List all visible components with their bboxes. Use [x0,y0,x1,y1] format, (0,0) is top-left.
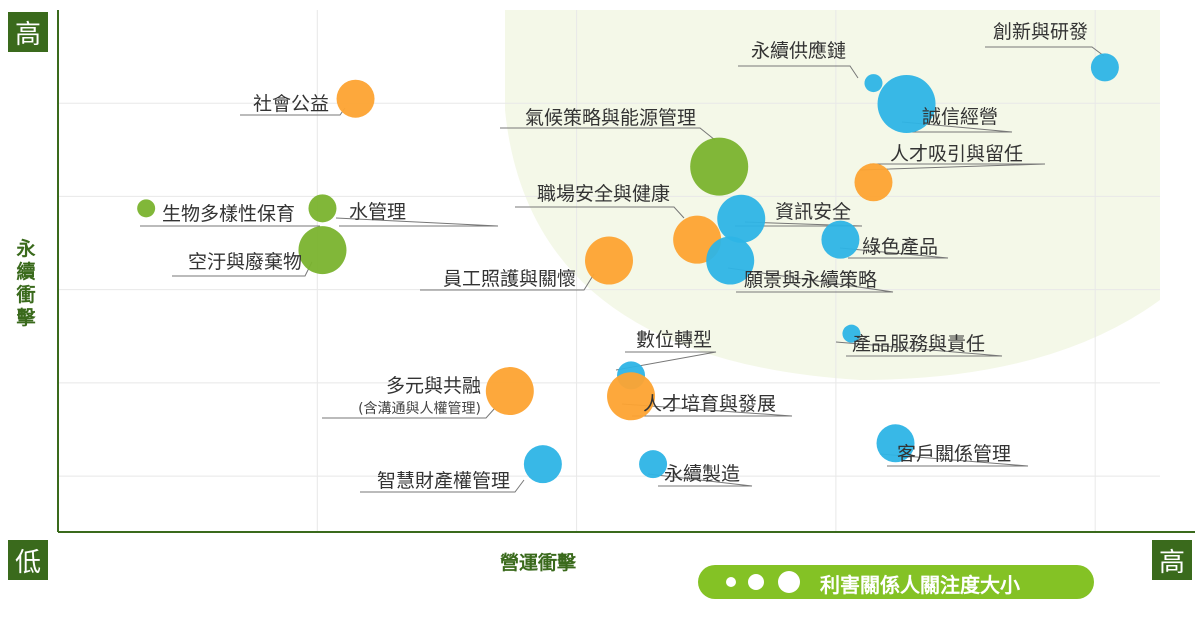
data-point-bubble[interactable] [639,450,668,479]
x-axis-high-label: 高 [1152,540,1192,580]
data-point-bubble[interactable] [607,372,656,421]
data-point-label: 生物多樣性保育 [162,203,295,225]
data-point-bubble[interactable] [1090,53,1119,82]
data-point-label: 員工照護與關懷 [443,268,576,290]
point-leader-line [839,247,949,259]
data-point-label: 職場安全與健康 [537,183,670,205]
data-point-label: 願景與永續策略 [744,269,877,291]
data-point-label: 人才培育與發展 [643,393,776,415]
point-leader-line [420,273,595,291]
legend-dot-medium [748,574,764,590]
data-point-label: 水管理 [349,201,406,223]
data-point-bubble[interactable] [137,199,156,218]
data-point-bubble[interactable] [876,424,915,463]
data-point-bubble[interactable] [485,367,534,416]
data-point-label: 產品服務與責任 [852,333,985,355]
data-point-label: 氣候策略與能源管理 [525,107,696,129]
data-point-bubble[interactable] [864,74,883,93]
data-point-bubble[interactable] [308,194,337,223]
data-point-label: 資訊安全 [775,201,851,223]
data-point-label: 創新與研發 [993,21,1088,43]
data-point-bubble[interactable] [854,163,893,202]
data-point-bubble[interactable] [298,226,347,275]
point-leader-line [360,479,525,493]
data-point-bubble[interactable] [717,194,766,243]
data-point-label: 人才吸引與留任 [890,143,1023,165]
point-leader-line [335,217,499,227]
point-leader-line [647,473,753,487]
data-point-sublabel: (含溝通與人權管理) [358,401,481,417]
legend-dot-small [726,577,736,587]
data-point-bubble[interactable] [585,236,633,285]
data-point-bubble[interactable] [877,74,936,133]
point-leader-line [322,407,496,419]
data-point-bubble[interactable] [336,79,375,118]
point-leader-line [615,351,717,371]
point-leader-line [985,46,1105,57]
data-point-label: 誠信經營 [922,106,998,128]
legend-label: 利害關係人關注度大小 [820,573,1020,597]
point-leader-line [835,341,1003,357]
y-axis-high-label: 高 [8,12,48,52]
data-point-label: 空汙與廢棄物 [188,251,302,273]
legend-dot-large [778,571,800,593]
data-point-bubble[interactable] [690,137,749,196]
point-leader-line [738,65,859,79]
y-axis-title: 永續衝擊 [16,238,36,329]
point-leader-line [515,206,685,219]
point-leader-line [901,121,1013,133]
data-point-label: 智慧財產權管理 [377,470,510,492]
data-point-label: 客戶關係管理 [897,443,1011,465]
x-axis-title: 營運衝擊 [500,552,577,574]
data-point-label: 永續供應鏈 [751,39,846,62]
legend-pill: 利害關係人關注度大小 [698,565,1094,599]
data-point-label: 社會公益 [253,93,329,115]
point-leader-line [727,267,894,293]
point-leader-line [500,127,716,141]
high-materiality-zone [505,10,1160,380]
point-leader-line [879,453,1029,467]
point-leader-line [859,163,1046,171]
data-point-label: 綠色產品 [862,236,938,258]
x-axis-low-label: 低 [8,540,48,580]
point-leader-line [735,221,863,227]
data-point-bubble[interactable] [821,220,860,259]
data-point-label: 多元與共融 [386,375,481,397]
data-point-bubble[interactable] [523,445,562,484]
data-point-bubble[interactable] [842,324,861,343]
point-leader-line [621,403,793,417]
data-point-label: 永續製造 [664,463,740,485]
data-point-label: 數位轉型 [636,329,712,351]
data-point-bubble[interactable] [706,236,755,285]
